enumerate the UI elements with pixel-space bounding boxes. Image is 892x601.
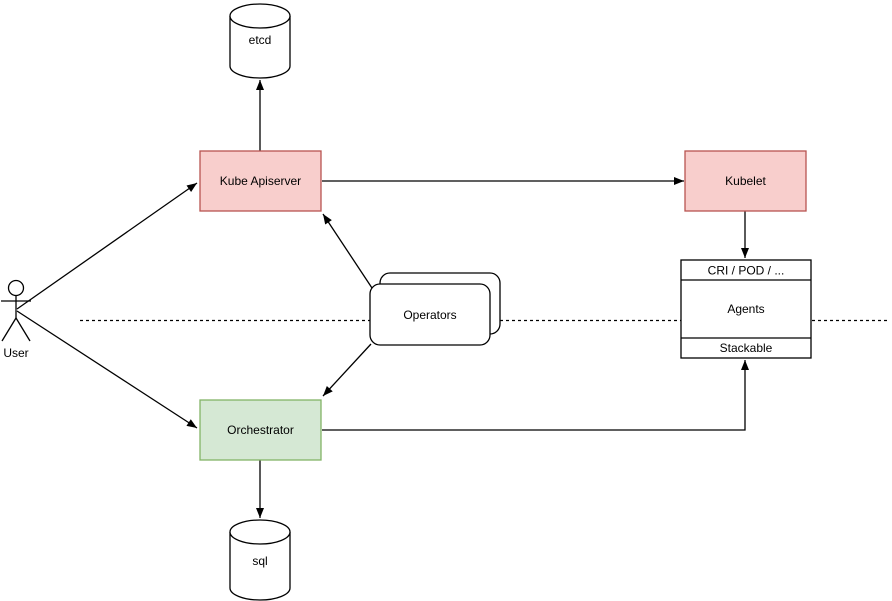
user-label: User — [3, 346, 28, 360]
operators-front-card — [369, 283, 491, 346]
node-agents: CRI / POD / ... Agents Stackable — [680, 259, 812, 359]
kube-apiserver-label: Kube Apiserver — [220, 174, 301, 188]
node-kube-apiserver: Kube Apiserver — [199, 150, 322, 212]
edge-operators-to-orchestrator — [322, 343, 372, 397]
agents-box — [680, 259, 812, 359]
agents-body-label: Agents — [727, 302, 764, 316]
operators-label: Operators — [403, 308, 456, 322]
sql-label: sql — [252, 554, 267, 568]
kubelet-label: Kubelet — [725, 174, 766, 188]
user-actor-head — [7, 279, 25, 297]
actor-user: User — [1, 279, 31, 360]
node-sql: sql — [229, 519, 291, 601]
agents-header-label: CRI / POD / ... — [708, 264, 785, 278]
node-orchestrator: Orchestrator — [199, 399, 322, 461]
kubelet-box — [684, 150, 807, 212]
edge-user-to-kube-apiserver — [16, 182, 198, 310]
orchestrator-box — [199, 399, 322, 461]
etcd-cylinder-lip — [229, 15, 291, 29]
agents-footer-label: Stackable — [720, 341, 773, 355]
orchestrator-label: Orchestrator — [227, 423, 294, 437]
user-actor-left-leg — [1, 317, 17, 342]
kube-apiserver-box — [199, 150, 322, 212]
node-etcd: etcd — [229, 3, 291, 79]
node-kubelet: Kubelet — [684, 150, 807, 212]
etcd-label: etcd — [249, 33, 272, 47]
sql-cylinder-lip — [229, 531, 291, 545]
edge-operators-to-kube-apiserver — [322, 213, 373, 289]
user-actor-right-leg — [15, 317, 31, 342]
node-operators: Operators — [369, 272, 501, 346]
edge-user-to-orchestrator — [16, 310, 198, 429]
edge-orchestrator-to-stackable — [322, 360, 749, 431]
